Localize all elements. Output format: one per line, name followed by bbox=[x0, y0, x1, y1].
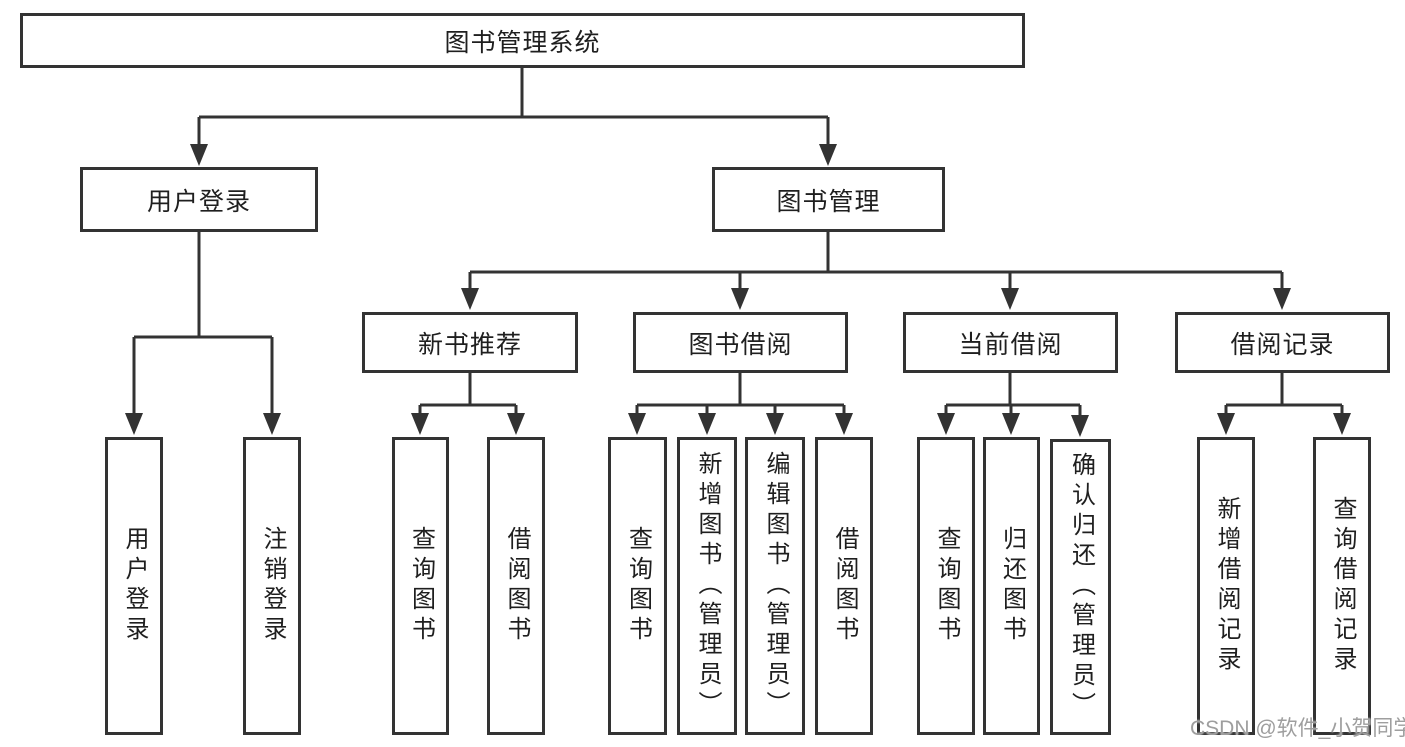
leaf-return-books: 归还图书 bbox=[983, 437, 1040, 735]
connector-new-book-recommend-to-leaves bbox=[418, 373, 518, 420]
node-root-library-management-system: 图书管理系统 bbox=[20, 13, 1025, 68]
arrowheads bbox=[125, 144, 1351, 437]
watermark: CSDN @软件_小贺同学 bbox=[1190, 717, 1405, 740]
node-borrow-records: 借阅记录 bbox=[1175, 312, 1390, 373]
node-current-borrow: 当前借阅 bbox=[903, 312, 1118, 373]
connector-current-borrow-to-leaves bbox=[944, 373, 1082, 422]
leaf-edit-books-admin: 编辑图书（管理员） bbox=[745, 437, 805, 735]
leaf-confirm-return-admin: 确认归还（管理员） bbox=[1050, 439, 1111, 735]
leaf-query-borrow-record: 查询借阅记录 bbox=[1313, 437, 1371, 735]
leaf-borrow-query-books: 查询图书 bbox=[608, 437, 667, 735]
connector-user-login-to-leaves bbox=[132, 232, 274, 420]
leaf-borrow-books: 借阅图书 bbox=[815, 437, 873, 735]
leaf-current-query-books: 查询图书 bbox=[917, 437, 975, 735]
leaf-logout: 注销登录 bbox=[243, 437, 301, 735]
leaf-add-books-admin: 新增图书（管理员） bbox=[677, 437, 737, 735]
connector-book-management-to-level3 bbox=[468, 232, 1284, 294]
connector-book-borrow-to-leaves bbox=[635, 373, 846, 420]
connector-borrow-records-to-leaves bbox=[1224, 373, 1344, 420]
leaf-user-login: 用户登录 bbox=[105, 437, 163, 735]
leaf-recommend-borrow-books: 借阅图书 bbox=[487, 437, 545, 735]
node-book-borrow: 图书借阅 bbox=[633, 312, 848, 373]
leaf-add-borrow-record: 新增借阅记录 bbox=[1197, 437, 1255, 735]
node-new-book-recommend: 新书推荐 bbox=[362, 312, 578, 373]
connector-root-to-level2 bbox=[197, 68, 830, 150]
node-book-management: 图书管理 bbox=[712, 167, 945, 232]
leaf-recommend-query-books: 查询图书 bbox=[392, 437, 449, 735]
node-user-login: 用户登录 bbox=[80, 167, 318, 232]
